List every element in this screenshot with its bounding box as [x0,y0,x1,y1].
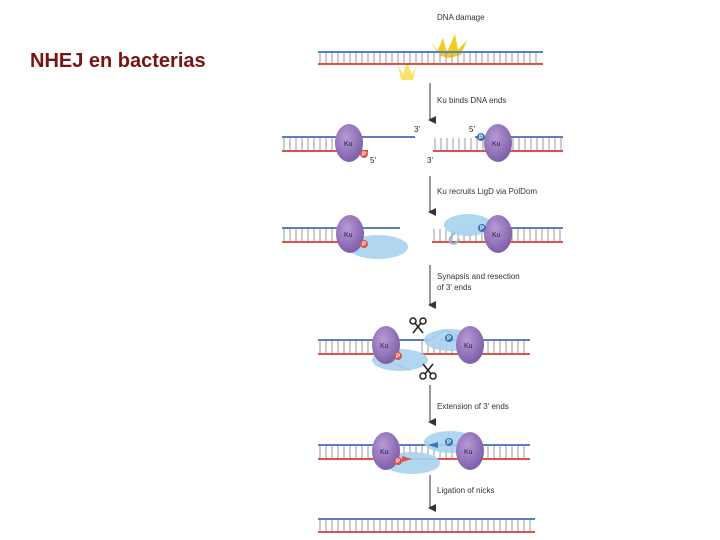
phosphate-blue [445,438,453,446]
phosphate-label: P [362,152,366,158]
ku-protein [456,432,484,470]
ku-label: Ku [344,232,353,239]
ku-protein [484,215,512,253]
ku-label: Ku [492,232,501,239]
ku-protein [372,326,400,364]
ku-protein [336,215,364,253]
end-label-3prime: 3' [427,156,433,165]
scissors-icon [419,363,437,380]
ku-label: Ku [492,141,501,148]
step-label-ku-binds: Ku binds DNA ends [437,96,506,105]
scissors-icon [409,317,427,334]
end-label-5prime: 5' [370,156,376,165]
phosphate-label: P [480,226,484,232]
ku-protein [456,326,484,364]
phosphate-label: P [396,354,400,360]
ku-label: Ku [344,141,353,148]
ku-label: Ku [464,449,473,456]
ku-label: Ku [380,343,389,350]
phosphate-red [394,352,402,360]
phosphate-blue [445,334,453,342]
step-label-dna-damage: DNA damage [437,13,485,22]
step-label-ligation: Ligation of nicks [437,486,494,495]
phosphate-blue [478,224,486,232]
phosphate-label: P [362,242,366,248]
phosphate-label: P [447,336,451,342]
dna-intact [318,51,543,65]
end-label-5prime: 5' [469,125,475,134]
ku-label: Ku [464,343,473,350]
dna-ligated [318,518,535,533]
ku-label: Ku [380,449,389,456]
phosphate-red [360,240,368,248]
step-label-ku-recruits: Ku recruits LigD via PolDom [437,187,537,196]
dna-ku-binding [282,136,563,152]
phosphate-label: P [479,135,483,141]
phosphate-blue [477,133,485,141]
ku-protein [484,124,512,162]
phosphate-red [360,150,368,158]
phosphate-label: P [396,459,400,465]
step-label-synapsis: Synapsis and resection [437,272,520,281]
slide-title: NHEJ en bacterias [30,50,206,72]
ku-protein [335,124,363,162]
ku-protein [372,432,400,470]
end-label-3prime: 3' [414,125,420,134]
phosphate-label: P [447,440,451,446]
step-label-extension: Extension of 3' ends [437,402,509,411]
extension-arrow [428,442,438,448]
step-label-resection: of 3' ends [437,283,471,292]
phosphate-red [394,457,402,465]
extension-arrow [402,456,412,462]
dna-ligd-recruit [282,227,563,243]
damage-glow [398,34,467,80]
